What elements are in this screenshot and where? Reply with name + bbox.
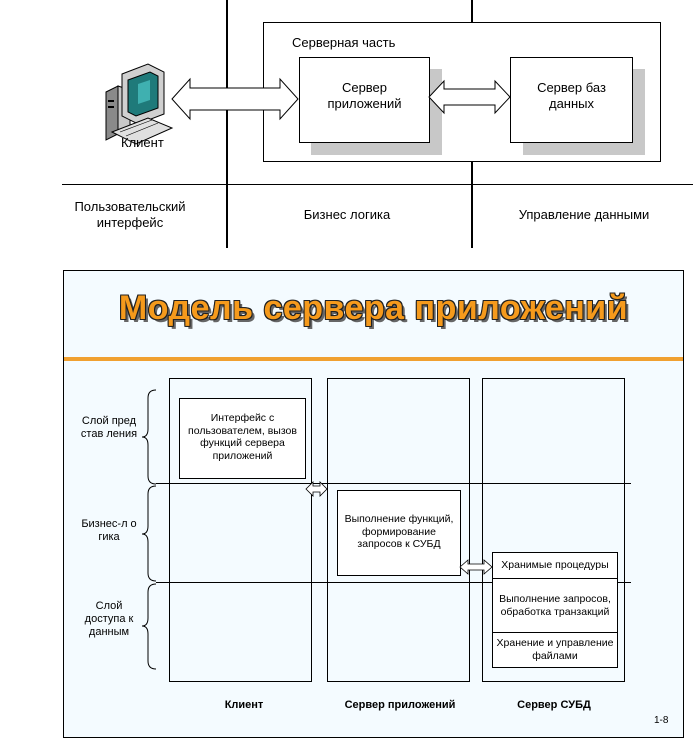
dbms-column-frame bbox=[482, 378, 625, 682]
layer-presentation-label: Слой представ ления bbox=[80, 415, 138, 440]
layer-business-label: Бизнес-л огика bbox=[81, 518, 137, 543]
client-column-frame bbox=[169, 378, 312, 682]
appserver-dbms-arrow bbox=[459, 559, 493, 575]
execute-functions-label: Выполнение функций, формирование запросо… bbox=[344, 513, 454, 550]
db-server-box: Сервер баз данных bbox=[510, 57, 633, 143]
slide: Модель сервера приложений Слой представ … bbox=[63, 270, 684, 738]
file-storage-label: Хранение и управление файлами bbox=[496, 637, 614, 662]
slide-title: Модель сервера приложений bbox=[118, 289, 629, 327]
slide-arrows bbox=[305, 481, 493, 575]
appserver-column-frame bbox=[327, 378, 470, 682]
client-app-arrow bbox=[171, 77, 299, 121]
title-divider bbox=[64, 357, 683, 361]
app-server-label: Сервер приложений bbox=[327, 80, 402, 111]
stored-procedures-label: Хранимые процедуры bbox=[501, 559, 609, 571]
client-appserver-arrow bbox=[305, 481, 328, 497]
layer-data-label: Слой доступа к данным bbox=[84, 600, 134, 638]
db-server-label: Сервер баз данных bbox=[537, 80, 606, 111]
brace-presentation bbox=[141, 389, 157, 485]
execute-functions-box: Выполнение функций, формирование запросо… bbox=[337, 490, 461, 576]
app-server-box: Сервер приложений bbox=[299, 57, 430, 143]
ui-functions-label: Интерфейс с пользователем, вызов функций… bbox=[188, 412, 297, 462]
layer-line-1 bbox=[156, 483, 631, 484]
brace-business bbox=[141, 485, 157, 582]
slide-column-dbms: Сервер СУБД bbox=[517, 699, 591, 711]
separator-ui-business bbox=[226, 0, 228, 248]
ui-functions-box: Интерфейс с пользователем, вызов функций… bbox=[179, 398, 306, 479]
query-exec-label: Выполнение запросов, обработка транзакци… bbox=[499, 593, 611, 618]
separator-horizontal bbox=[62, 184, 693, 185]
client-label: Клиент bbox=[121, 135, 164, 150]
column-business-label: Бизнес логика bbox=[303, 207, 391, 222]
server-side-label: Серверная часть bbox=[292, 35, 396, 50]
page-number: 1-8 bbox=[654, 715, 669, 726]
column-data-label: Управление данными bbox=[518, 207, 650, 222]
layer-braces bbox=[141, 389, 157, 670]
file-storage-box: Хранение и управление файлами bbox=[492, 632, 618, 668]
brace-data bbox=[141, 583, 157, 670]
app-db-arrow bbox=[428, 79, 511, 115]
slide-column-client: Клиент bbox=[224, 699, 264, 711]
stored-procedures-box: Хранимые процедуры bbox=[492, 552, 618, 580]
layer-line-2 bbox=[156, 582, 631, 583]
column-ui-label: Пользовательский интерфейс bbox=[74, 199, 186, 230]
slide-column-app-server: Сервер приложений bbox=[344, 699, 456, 711]
